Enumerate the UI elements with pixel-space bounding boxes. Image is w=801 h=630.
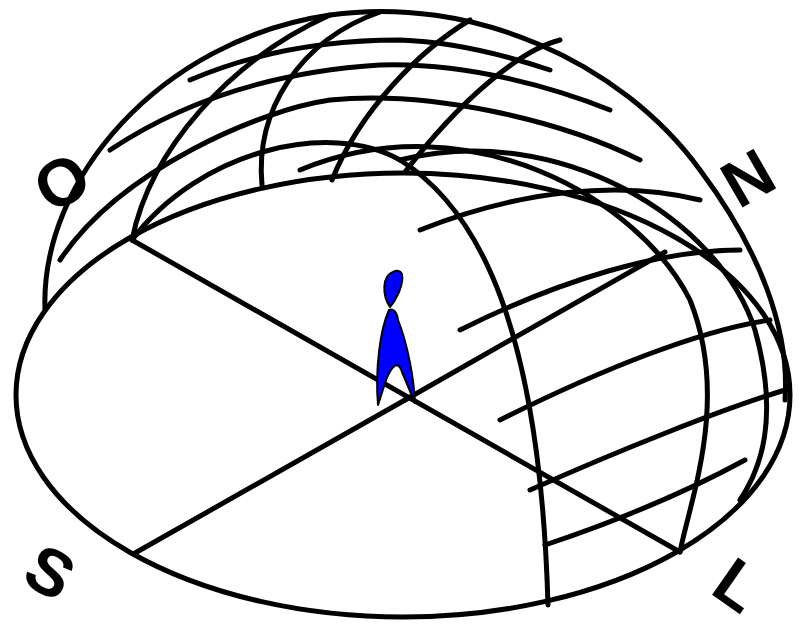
north-line <box>405 252 665 400</box>
parallel <box>420 190 700 230</box>
parallel <box>460 250 740 330</box>
direction-label: S <box>14 532 85 611</box>
cut-meridian <box>132 143 548 605</box>
parallel <box>110 65 610 150</box>
parallel <box>60 98 640 260</box>
observer-figure <box>377 271 415 405</box>
parallel <box>500 320 770 420</box>
meridian <box>300 147 707 552</box>
parallel <box>190 40 550 80</box>
dome-outline <box>45 11 786 400</box>
direction-label: N <box>711 138 785 219</box>
meridian <box>400 151 767 500</box>
parallel <box>530 390 785 490</box>
east-west-line <box>132 240 680 552</box>
direction-label: L <box>703 546 774 623</box>
south-line <box>135 400 405 553</box>
direction-label: O <box>23 141 100 224</box>
parallel <box>545 460 745 545</box>
